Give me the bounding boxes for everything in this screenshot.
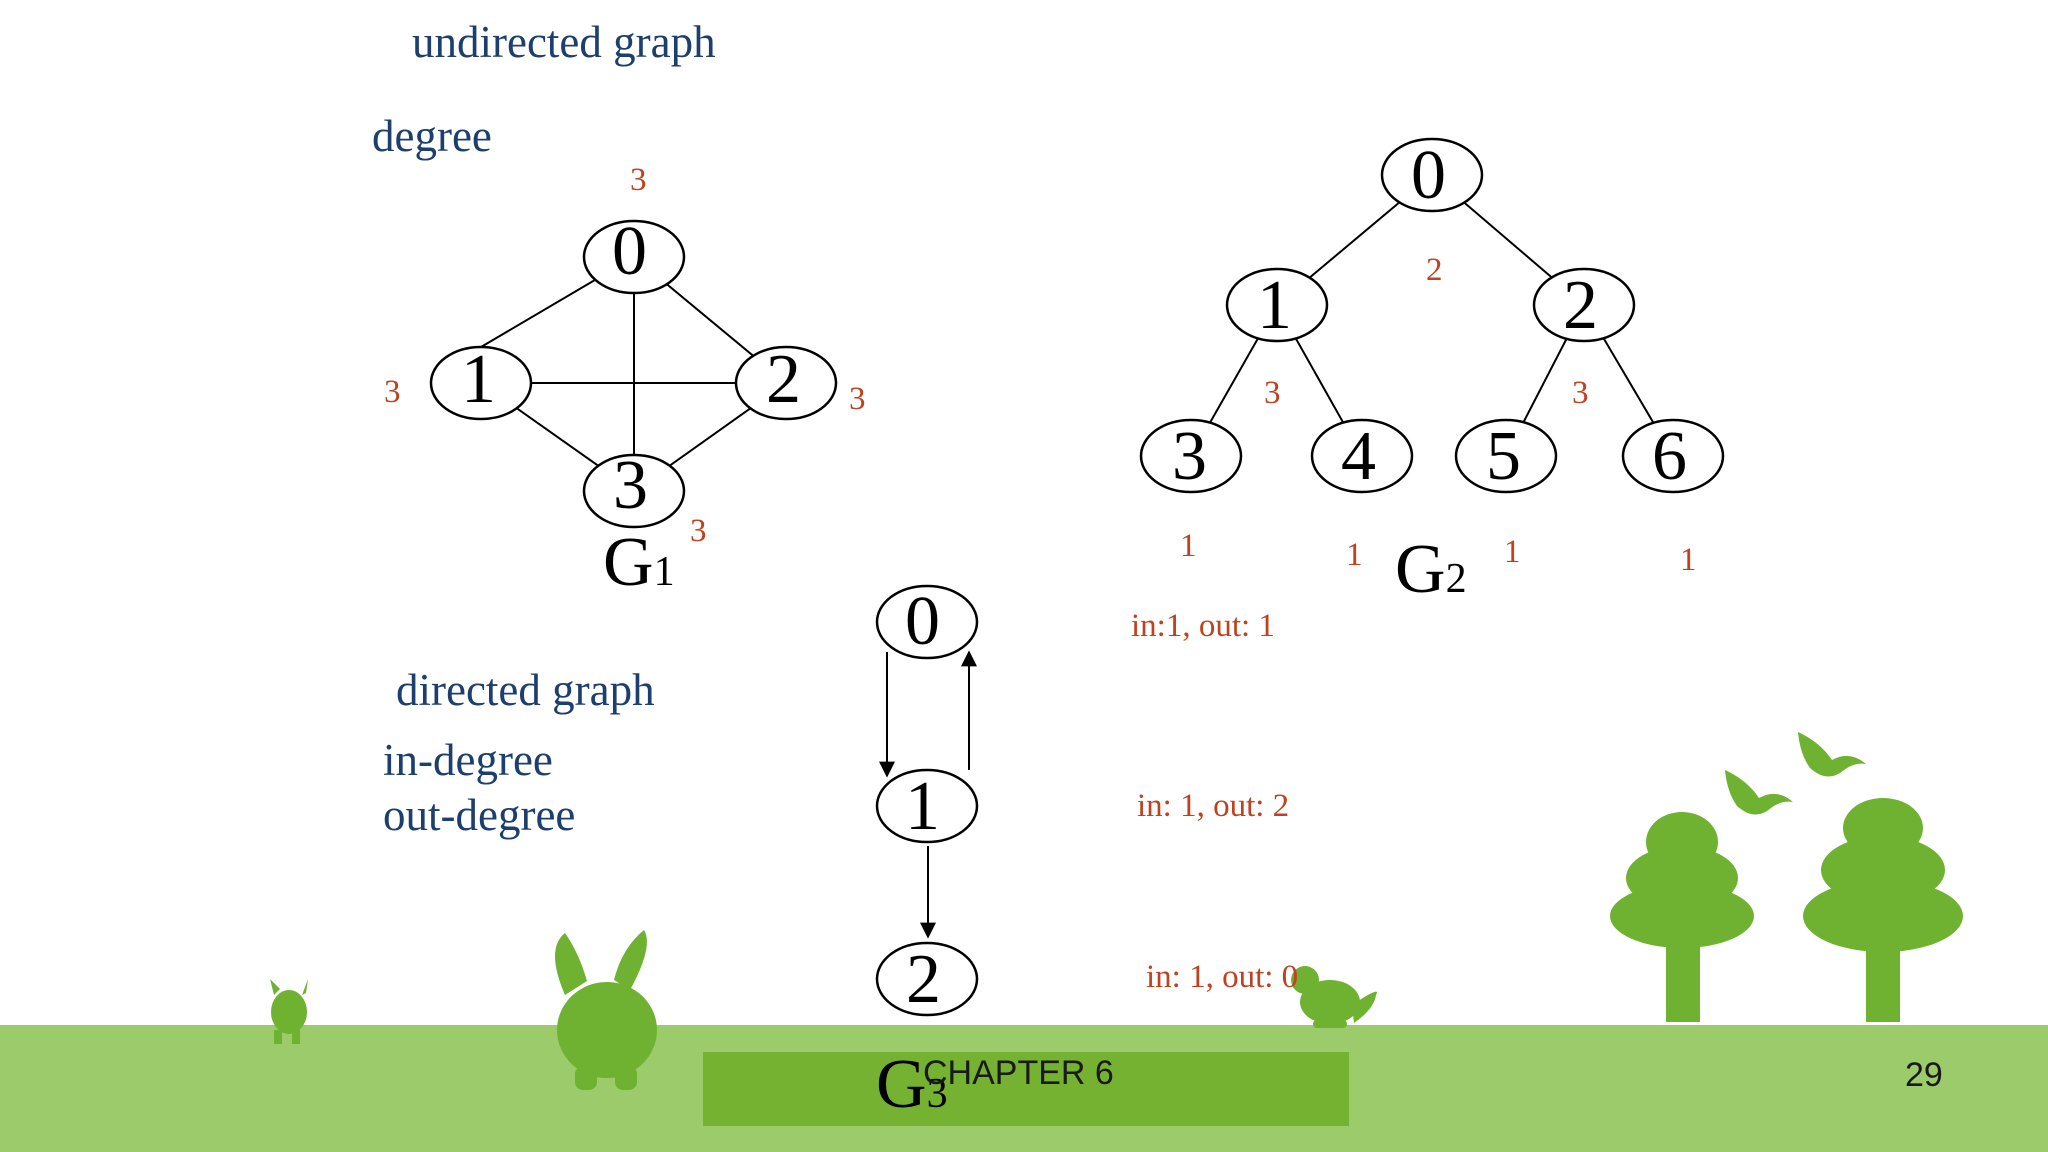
g1-node-2: 2 (766, 341, 801, 418)
bird-icon (1725, 770, 1793, 815)
g2-node-4-circle (1310, 418, 1414, 494)
bird-icon (1798, 732, 1866, 777)
rabbit-icon (270, 979, 308, 1044)
g2-degree-4: 1 (1346, 537, 1363, 573)
tree-icon (1803, 798, 1963, 1022)
g1-node-0: 0 (612, 213, 647, 290)
chapter-label: CHAPTER 6 (923, 1054, 1114, 1092)
g1-degree-1: 3 (384, 374, 401, 410)
g2-node-0: 0 (1411, 137, 1446, 214)
g2-node-6: 6 (1652, 418, 1687, 495)
g2-node-3: 3 (1172, 418, 1207, 495)
g3-node-2-circle (875, 941, 979, 1017)
g1-node-1-circle (429, 345, 533, 421)
g2-degree-5: 1 (1504, 534, 1521, 570)
g2-node-6-circle (1621, 418, 1725, 494)
g2-degree-0: 2 (1426, 252, 1443, 288)
g1-node-3-circle (582, 453, 686, 529)
g2-caption: G2 (1395, 531, 1467, 608)
g2-node-0-circle (1380, 137, 1484, 213)
g3-node-0-circle (875, 584, 979, 660)
g2-node-5-circle (1454, 418, 1558, 494)
g2-node-1-circle (1225, 267, 1329, 343)
undirected-graph-title: undirected graph (412, 17, 716, 67)
g3-node-0: 0 (905, 583, 940, 660)
g2-node-2-circle (1532, 267, 1636, 343)
squirrel-icon (1291, 966, 1377, 1028)
directed-graph-title: directed graph (396, 665, 655, 715)
degree-label: degree (372, 111, 492, 161)
g3-degree-1: in: 1, out: 2 (1137, 788, 1290, 824)
g2-degree-6: 1 (1680, 542, 1697, 578)
g3-node-1: 1 (905, 768, 940, 845)
g2-node-3-circle (1139, 418, 1243, 494)
rabbit-icon (555, 930, 657, 1090)
g3-arcs (879, 650, 977, 939)
g1-degree-3: 3 (690, 513, 707, 549)
g3-node-2: 2 (906, 941, 941, 1018)
g1-node-0-circle (582, 219, 686, 295)
g3-degree-0: in:1, out: 1 (1131, 608, 1275, 644)
g3-caption: G3 (876, 1046, 948, 1123)
out-degree-label: out-degree (383, 790, 576, 840)
g2-degree-2: 3 (1572, 375, 1589, 411)
g2-degree-3: 1 (1180, 528, 1197, 564)
g3-node-1-circle (875, 768, 979, 844)
g1-degree-0: 3 (630, 162, 647, 198)
g2-node-4: 4 (1341, 418, 1376, 495)
page-number: 29 (1905, 1056, 1943, 1094)
g1-node-2-circle (734, 345, 838, 421)
g2-node-5: 5 (1486, 418, 1521, 495)
chapter-banner (703, 1052, 1349, 1126)
g2-degree-1: 3 (1264, 375, 1281, 411)
in-degree-label: in-degree (383, 735, 553, 785)
g3-degree-2: in: 1, out: 0 (1146, 959, 1299, 995)
g1-degree-2: 3 (849, 381, 866, 417)
g1-node-3: 3 (613, 447, 648, 524)
g1-node-1: 1 (461, 341, 496, 418)
g2-node-1: 1 (1257, 267, 1292, 344)
g1-caption: G1 (603, 524, 675, 601)
g2-node-2: 2 (1563, 267, 1598, 344)
tree-icon (1610, 812, 1754, 1022)
